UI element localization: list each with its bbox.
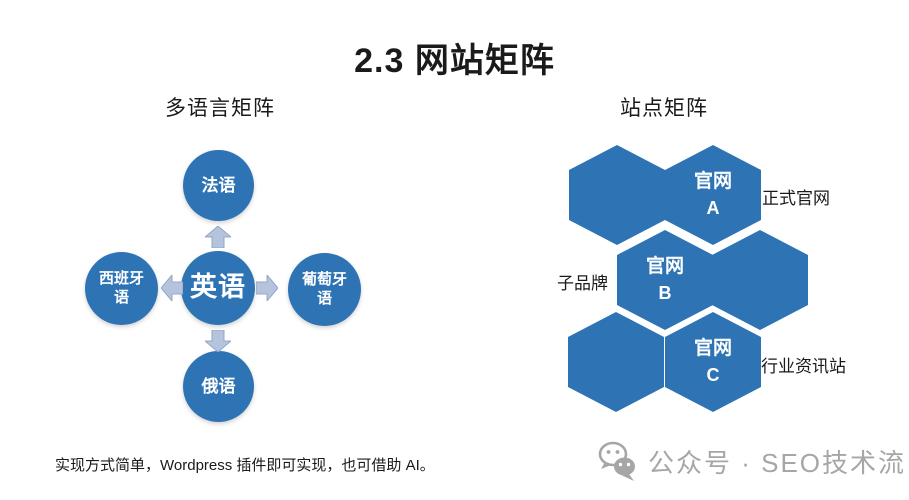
footer-note: 实现方式简单，Wordpress 插件即可实现，也可借助 AI。 [55, 457, 435, 474]
hexagon-site-c: 官网 C [665, 312, 761, 412]
hexagon-site-c-letter: C [706, 364, 720, 385]
annotation-industry-info-site: 行业资讯站 [761, 357, 846, 376]
arrow-up-icon [205, 224, 231, 250]
circle-spanish: 西班牙 语 [85, 252, 158, 325]
arrow-right-icon [254, 275, 280, 301]
circle-spanish-label-line2: 语 [113, 288, 129, 306]
hexagon-site-b: 官网 B [617, 230, 713, 330]
hexagon-site-b-letter: B [658, 282, 672, 303]
annotation-sub-brand: 子品牌 [557, 274, 608, 293]
circle-russian: 俄语 [183, 351, 254, 422]
circle-portuguese-label-line2: 语 [316, 289, 332, 307]
annotation-official-site: 正式官网 [762, 189, 830, 208]
hexagon-empty-middle-right [712, 230, 808, 330]
circle-portuguese-label-line1: 葡萄牙 [301, 270, 347, 288]
hexagon-site-a-letter: A [706, 197, 720, 218]
hexagon-site-b-label: 官网 [645, 256, 684, 278]
wechat-icon [596, 440, 638, 482]
hexagon-site-a-label: 官网 [693, 171, 732, 193]
hexagon-site-c-label: 官网 [693, 338, 732, 360]
circle-russian-label: 俄语 [201, 376, 236, 396]
multilingual-matrix-heading: 多语言矩阵 [165, 97, 275, 120]
watermark-label: 公众号 · SEO技术流 [648, 447, 907, 478]
circle-french-label: 法语 [201, 175, 236, 195]
arrow-left-icon [159, 275, 185, 301]
circle-english-label: 英语 [190, 272, 246, 303]
hexagon-site-a: 官网 A [665, 145, 761, 245]
circle-french: 法语 [183, 150, 254, 221]
site-matrix-heading: 站点矩阵 [620, 97, 708, 120]
hexagon-empty-top-left [569, 145, 665, 245]
hexagon-empty-bottom-left [568, 312, 664, 412]
page-title: 2.3 网站矩阵 [354, 42, 555, 80]
watermark: 公众号 · SEO技术流 [596, 440, 906, 482]
circle-portuguese: 葡萄牙 语 [288, 253, 361, 326]
circle-spanish-label-line1: 西班牙 [98, 269, 144, 287]
arrow-down-icon [205, 328, 231, 354]
circle-english-center: 英语 [181, 251, 255, 325]
